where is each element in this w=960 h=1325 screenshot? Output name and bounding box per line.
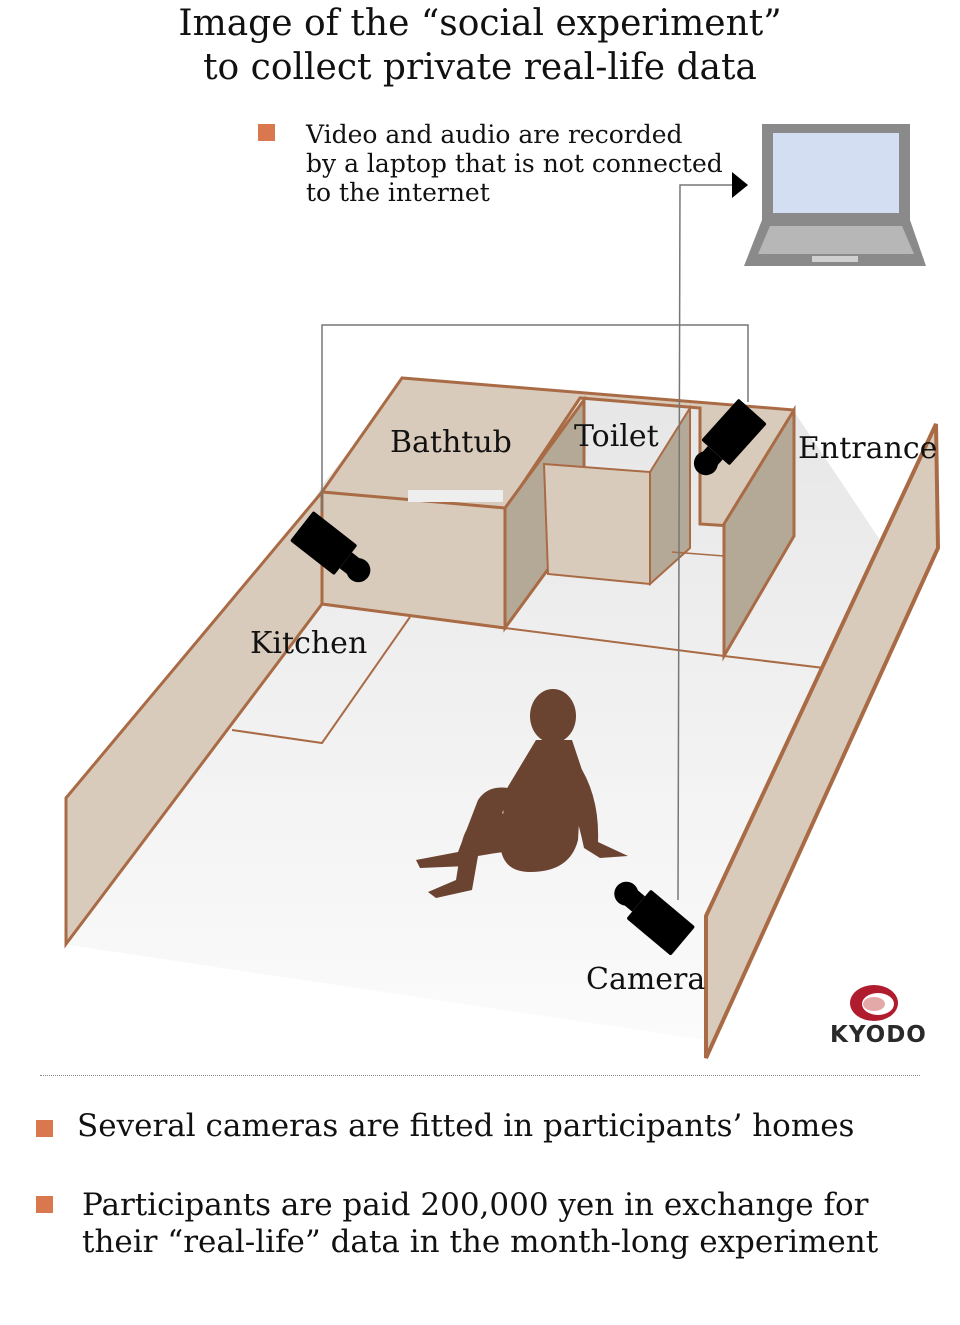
camera-icon-kitchen	[290, 511, 371, 583]
page-title: Image of the “social experiment” to coll…	[0, 2, 960, 90]
camera-wire-2	[677, 184, 732, 901]
floor-room-lines	[321, 603, 825, 669]
bathtub	[408, 490, 503, 502]
title-line-1: Image of the “social experiment”	[178, 3, 782, 44]
bullet-cameras: Several cameras are fitted in participan…	[77, 1108, 854, 1145]
divider	[40, 1075, 920, 1076]
toilet-front-wall	[542, 462, 651, 586]
camera-icon-living	[614, 881, 695, 956]
right-outer-wall	[704, 423, 941, 1059]
label-entrance: Entrance	[798, 431, 938, 466]
title-line-2: to collect private real-life data	[203, 47, 757, 88]
person-silhouette	[416, 689, 628, 898]
label-kitchen: Kitchen	[250, 626, 368, 661]
label-toilet: Toilet	[574, 419, 659, 454]
bullet-2-line-2: their “real-life” data in the month-long…	[82, 1224, 879, 1260]
apartment-illustration	[64, 124, 941, 1059]
kyodo-logo-text: KYODO	[830, 1022, 927, 1048]
camera-wire-1	[321, 324, 749, 512]
recorder-note-line-3: to the internet	[306, 178, 490, 207]
entrance-step-line	[671, 551, 725, 557]
entrance-partition-wall	[722, 404, 796, 662]
recorder-note-line-1: Video and audio are recorded	[306, 120, 683, 149]
laptop-icon	[744, 124, 926, 266]
bullet-icon-2	[36, 1196, 53, 1213]
note-bullet-icon	[258, 124, 275, 141]
camera-icon-entrance	[693, 399, 767, 476]
recorder-note: Video and audio are recorded by a laptop…	[306, 120, 723, 207]
arrow-to-laptop-icon	[732, 172, 748, 198]
recorder-note-line-2: by a laptop that is not connected	[306, 149, 723, 178]
kyodo-logo-icon	[850, 985, 898, 1021]
left-outer-wall	[64, 487, 324, 949]
bullet-payment: Participants are paid 200,000 yen in exc…	[82, 1187, 878, 1261]
kitchen-area-outline	[231, 616, 411, 745]
label-bathtub: Bathtub	[390, 425, 512, 460]
bullet-1-line-1: Several cameras are fitted in participan…	[77, 1108, 855, 1144]
bullet-icon-1	[36, 1120, 53, 1137]
bullet-2-line-1: Participants are paid 200,000 yen in exc…	[82, 1187, 869, 1223]
label-camera: Camera	[586, 962, 706, 997]
